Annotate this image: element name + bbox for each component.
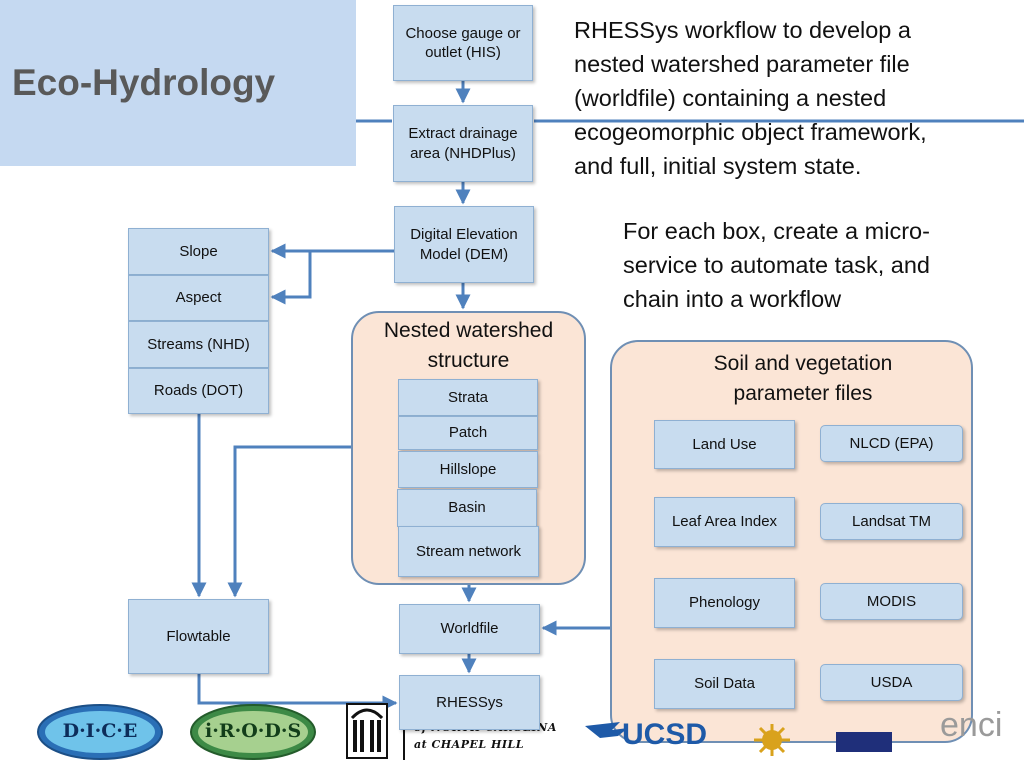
roads-label: Roads (DOT) <box>153 382 244 400</box>
streams-box: Streams (NHD) <box>128 321 269 368</box>
landsat-box: Landsat TM <box>820 503 963 540</box>
aspect-box: Aspect <box>128 275 269 321</box>
description-line: ecogeomorphic object framework, <box>574 119 927 146</box>
title-block: Eco-Hydrology <box>0 0 356 166</box>
hillslope-label: Hillslope <box>439 460 497 478</box>
rhessys-label: RHESSys <box>436 693 503 711</box>
flowtable-box: Flowtable <box>128 599 269 674</box>
slope-label: Slope <box>179 242 218 260</box>
aspect-label: Aspect <box>175 289 222 307</box>
soil-data-label: Soil Data <box>694 675 755 693</box>
dice-logo: D·I·C·E <box>62 720 138 742</box>
stream-network-label: Stream network <box>415 542 522 560</box>
strata-label: Strata <box>447 388 489 406</box>
nested-structure-title: Nested watershed structure <box>383 319 554 372</box>
rhessys-box: RHESSys <box>399 675 540 730</box>
stream-network-box: Stream network <box>398 526 539 577</box>
description-line: RHESSys workflow to develop a <box>574 17 911 43</box>
dem-box: Digital Elevation Model (DEM) <box>394 206 534 283</box>
soil-vegetation-title: Soil and vegetation parameter files <box>713 352 893 405</box>
landsat-label: Landsat TM <box>852 512 931 530</box>
nlcd-label: NLCD (EPA) <box>849 434 934 452</box>
soil-data-box: Soil Data <box>654 659 795 709</box>
roads-box: Roads (DOT) <box>128 368 269 414</box>
description-line: and full, initial system state. <box>574 153 862 180</box>
description-line: nested watershed parameter file <box>574 51 910 78</box>
worldfile-box: Worldfile <box>399 604 540 654</box>
streams-label: Streams (NHD) <box>147 335 250 353</box>
logo-artwork <box>37 703 892 760</box>
choose-gauge-box: Choose gauge or outlet (HIS) <box>393 5 533 81</box>
instruction-text: For each box, create a micro- service to… <box>623 214 1023 316</box>
usda-box: USDA <box>820 664 963 701</box>
leaf-area-index-label: Leaf Area Index <box>671 513 778 531</box>
description-text: RHESSys workflow to develop a nested wat… <box>574 13 1024 183</box>
nlcd-box: NLCD (EPA) <box>820 425 963 462</box>
land-use-label: Land Use <box>692 435 757 453</box>
phenology-box: Phenology <box>654 578 795 628</box>
description-line: (worldfile) containing a nested <box>574 85 887 112</box>
usda-label: USDA <box>870 673 913 691</box>
flowtable-label: Flowtable <box>166 627 231 645</box>
ucsd-logo: UCSD <box>622 718 708 751</box>
extract-drainage-label: Extract drainage area (NHDPlus) <box>408 125 518 162</box>
logo-strip: D·I·C·E i·R·O·D·S of NORTH CAROLINA at C… <box>0 696 1024 768</box>
choose-gauge-label: Choose gauge or outlet (HIS) <box>405 24 521 62</box>
extract-drainage-box: Extract drainage area (NHDPlus) <box>393 105 533 182</box>
instruction-line: chain into a workflow <box>623 286 842 313</box>
modis-box: MODIS <box>820 583 963 620</box>
instruction-line: For each box, create a micro- <box>623 218 930 244</box>
instruction-line: service to automate task, and <box>623 252 930 279</box>
dem-label: Digital Elevation Model (DEM) <box>410 226 518 263</box>
patch-box: Patch <box>398 416 538 450</box>
patch-label: Patch <box>448 424 488 442</box>
phenology-label: Phenology <box>689 594 760 612</box>
unc-wordmark-line2: at CHAPEL HILL <box>414 738 524 751</box>
modis-label: MODIS <box>866 592 917 610</box>
hillslope-box: Hillslope <box>398 451 538 488</box>
page-title: Eco-Hydrology <box>12 62 276 103</box>
worldfile-label: Worldfile <box>440 620 499 638</box>
irods-logo: i·R·O·D·S <box>205 720 302 742</box>
strata-box: Strata <box>398 379 538 416</box>
leaf-area-index-box: Leaf Area Index <box>654 497 795 547</box>
basin-label: Basin <box>448 499 486 517</box>
renci-logo: enci <box>940 706 1003 744</box>
slope-box: Slope <box>128 228 269 275</box>
land-use-box: Land Use <box>654 420 795 469</box>
basin-box: Basin <box>397 489 537 527</box>
